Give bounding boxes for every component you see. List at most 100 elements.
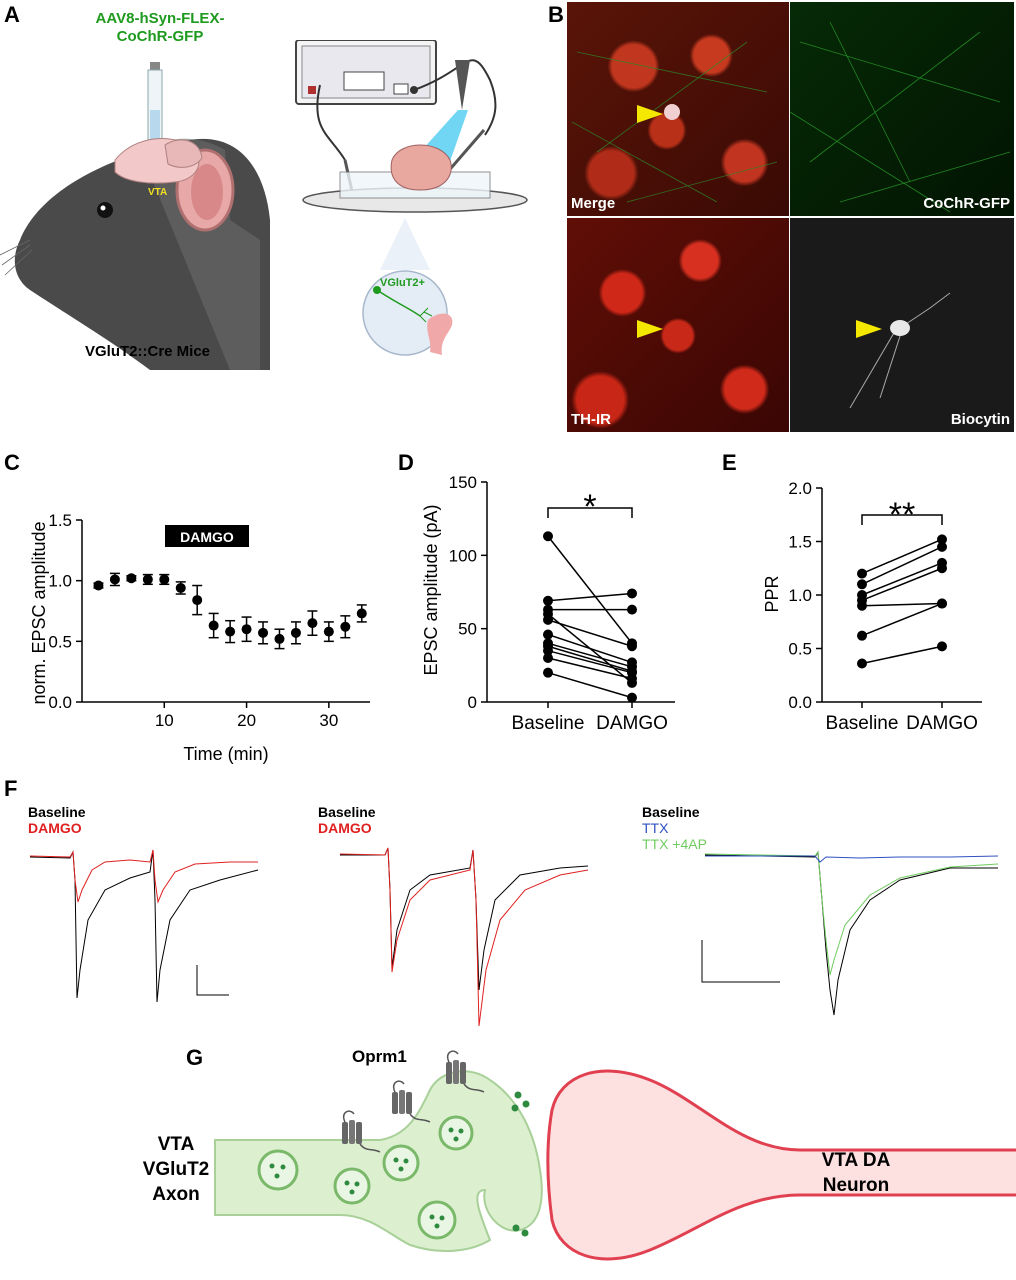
thir-label: TH-IR [571,411,611,428]
data-point [274,633,285,644]
significance-bracket [547,507,633,518]
baseline-point [543,595,553,606]
significance-star: * [583,488,596,526]
pair-line [547,613,633,684]
neuron-label-line1: VTA DA [822,1150,891,1171]
baseline-point [543,645,553,656]
virus-line1: AAV8-hSyn-FLEX- [95,10,225,27]
ephys-traces [29,847,999,1027]
baseline-point [857,630,867,641]
syringe-icon [147,62,163,162]
baseline-point [543,629,553,640]
legend-ttx: TTX [642,820,669,836]
oprm1-receptor-icon [446,1050,485,1093]
scale-bar [196,965,229,996]
y-axis-label: EPSC amplitude (pA) [421,504,441,675]
panel-c-label: C [4,450,20,475]
x-category-label: DAMGO [596,713,668,734]
data-point [290,627,301,638]
pair-line [547,645,633,672]
data-point [307,618,318,629]
da-neuron [546,1069,1016,1261]
oprm1-receptor-icon [392,1080,431,1123]
baseline-point [543,531,553,542]
trace2-baseline [340,847,589,991]
y-tick-label: 2.0 [788,479,812,498]
damgo-point [937,598,947,609]
baseline-point [543,667,553,678]
damgo-point [937,641,947,652]
pair-line [861,538,943,575]
trace1-baseline [29,849,259,1003]
cochr-label: CoChR-GFP [923,195,1010,212]
data-point [175,582,186,593]
data-point [258,627,269,638]
pair-line [861,645,943,665]
scale-bar [701,940,780,983]
damgo-point [627,588,637,599]
mouse-head-icon [0,138,270,370]
damgo-point [937,563,947,574]
data-point [225,626,236,637]
damgo-bar-label: DAMGO [180,529,234,545]
pair-line [861,562,943,596]
slice-dish-icon [302,144,528,213]
panel-f-label: F [4,776,18,801]
mouse-label: VGluT2::Cre Mice [85,343,211,360]
y-tick-label: 0.0 [48,693,72,712]
x-tick-label: 10 [155,711,174,730]
neuron-label-line2: Neuron [823,1175,890,1196]
y-tick-label: 0 [468,693,477,712]
oprm1-receptor-icon [342,1110,381,1153]
data-point [126,573,137,584]
pair-line [547,592,633,602]
baseline-point [543,653,553,663]
data-point [159,574,170,585]
axon-label-line2: VGluT2 [143,1159,210,1180]
y-axis-label: PPR [762,575,782,612]
data-point [142,574,153,585]
data-point [340,621,351,632]
y-tick-label: 1.0 [48,572,72,591]
baseline-point [857,568,867,579]
pair-line [547,619,633,647]
damgo-point [627,677,637,688]
pair-line [547,657,633,680]
data-point [109,574,120,585]
trace2-legend: Baseline DAMGO [318,804,376,836]
damgo-point [627,641,637,652]
panel-g-label: G [186,1045,204,1070]
arrowhead-icon [637,105,663,123]
data-point [93,580,104,591]
damgo-point [627,604,637,615]
legend-baseline: Baseline [28,804,86,820]
baseline-point [543,609,553,619]
stimulator-device-icon [295,40,437,105]
vglut2-label: VGluT2+ [380,277,425,289]
y-tick-label: 150 [449,473,477,492]
panel-a-illustration: VTA VGluT2+ [0,40,528,370]
neuron-zoom-icon [362,218,453,356]
x-tick-label: 20 [237,711,256,730]
merge-image: Merge [567,2,789,216]
trace3-ttx4ap [704,850,999,976]
y-tick-label: 0.5 [788,640,812,659]
data-point [192,595,203,606]
y-tick-label: 1.0 [788,586,812,605]
legend-damgo: DAMGO [28,820,82,836]
data-point [241,624,252,635]
merge-label: Merge [571,195,616,212]
trace3-ttx [705,855,999,863]
pair-line [861,602,943,637]
panel-a-label: A [4,2,20,27]
arrowhead-icon [856,320,882,338]
pair-line [861,546,943,585]
biocytin-label: Biocytin [950,411,1010,428]
y-tick-label: 0.5 [48,632,72,651]
biocytin-image: Biocytin [790,218,1014,432]
panel-d-label: D [398,450,414,475]
pair-line [547,649,633,674]
virus-line2: CoChR-GFP [116,28,204,45]
